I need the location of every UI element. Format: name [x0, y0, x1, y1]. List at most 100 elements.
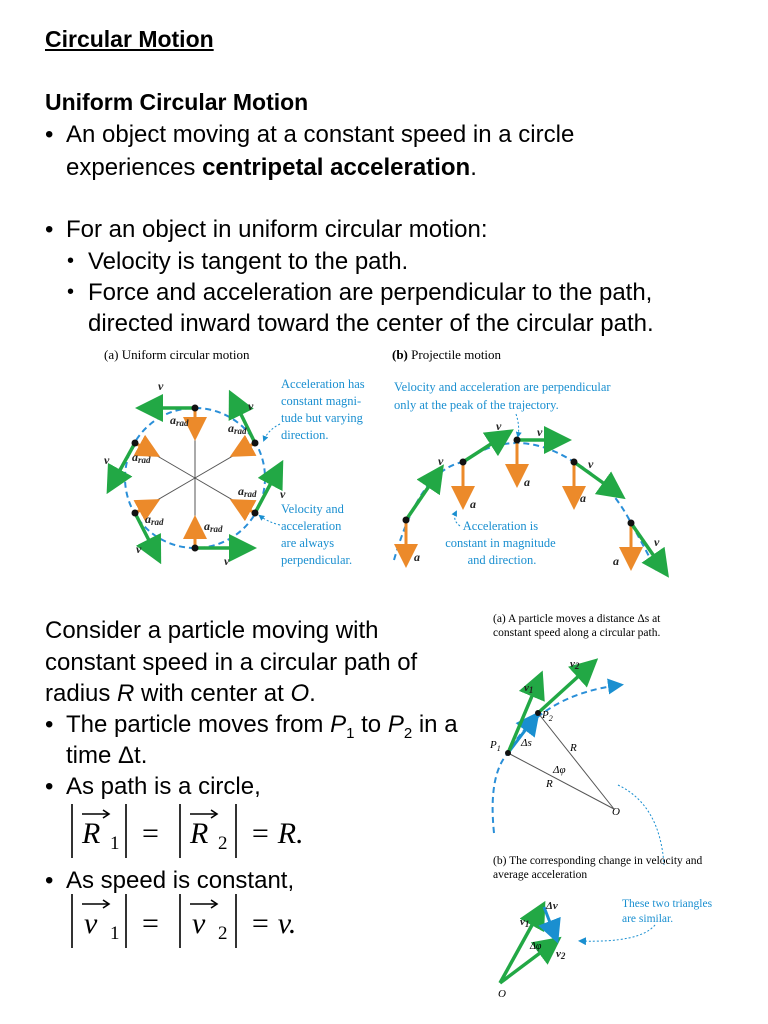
label-ds: Δs: [520, 737, 532, 749]
svg-text:a: a: [613, 554, 619, 568]
svg-text:v: v: [496, 419, 502, 433]
svg-text:arad: arad: [145, 512, 164, 527]
triangle-v2-label: v2: [556, 948, 566, 961]
triangle-dphi: Δφ: [529, 941, 542, 952]
svg-text:2: 2: [218, 923, 228, 944]
svg-text:R: R: [189, 817, 208, 850]
similar-pointer-top: [617, 784, 665, 866]
speed-equation: v 1 = v 2 = v.: [71, 894, 296, 948]
bullet-dot: •: [45, 773, 54, 800]
bullet-2a: Velocity is tangent to the path.: [88, 248, 409, 275]
svg-text:arad: arad: [170, 413, 189, 428]
triangle-dv: [538, 906, 561, 944]
speed-line: As speed is constant,: [66, 867, 295, 894]
fig-a-note-2-pointer: [258, 514, 281, 526]
label-v2: v2: [570, 658, 580, 671]
velocity-arrows: [106, 389, 284, 565]
bullet-dot: •: [45, 711, 54, 738]
label-o: O: [612, 806, 620, 818]
label-p1: P1: [489, 739, 501, 753]
bullet-dot: •: [45, 121, 54, 148]
radius-r2: [537, 712, 615, 810]
bullet-2: For an object in uniform circular motion…: [66, 216, 488, 243]
svg-text:arad: arad: [228, 421, 247, 436]
velocity-v1: [506, 670, 545, 754]
svg-text:1: 1: [110, 923, 120, 944]
triangle-v1-label: v1: [520, 916, 529, 929]
svg-text:v: v: [537, 425, 543, 439]
label-r-top: R: [569, 742, 577, 754]
svg-text:v: v: [438, 454, 444, 468]
svg-text:= R.: = R.: [250, 817, 304, 850]
label-r-bottom: R: [545, 778, 553, 790]
svg-text:1: 1: [110, 833, 120, 854]
particle-moves-line: The particle moves from P1 to P2 in a: [66, 711, 458, 742]
bullet-dot: •: [45, 216, 54, 243]
projectile-vector-labels: v v v v v a a a a a: [414, 419, 660, 568]
fig-b-label: (b) Projectile motion: [392, 347, 502, 362]
svg-text:R: R: [81, 817, 100, 850]
particle-positions: [131, 404, 259, 552]
fig-c-caption: (a) A particle moves a distance Δs at co…: [493, 613, 663, 639]
svg-text:v: v: [84, 907, 98, 940]
svg-text:a: a: [470, 497, 476, 511]
svg-text:a: a: [580, 491, 586, 505]
svg-text:=: =: [142, 907, 159, 940]
circle-vector-labels: v v v v v v arad arad arad arad arad ara…: [104, 379, 286, 568]
sub-bullet-dot: •: [67, 250, 75, 272]
sub-bullet-dot: •: [67, 281, 75, 303]
fig-d-caption: (b) The corresponding change in velocity…: [493, 855, 705, 881]
fig-b-note-2-pointer: [451, 510, 461, 527]
bullet-1-line-2: experiences centripetal acceleration.: [66, 154, 477, 181]
velocity-v2: [536, 658, 599, 715]
fig-a-label: (a) Uniform circular motion: [104, 347, 250, 362]
circular-vs-projectile-figure: (a) Uniform circular motion v v v v: [104, 347, 669, 578]
svg-text:2: 2: [218, 833, 228, 854]
svg-text:a: a: [414, 550, 420, 564]
section-heading: Uniform Circular Motion: [45, 89, 309, 115]
svg-text:= v.: = v.: [250, 907, 296, 940]
consider-line-3: radius R with center at O.: [45, 680, 316, 707]
label-p2: P2: [541, 709, 553, 723]
time-line: time Δt.: [66, 742, 148, 769]
fig-a-note-1: Acceleration has constant magni- tude bu…: [281, 377, 368, 442]
trajectory: [393, 442, 657, 571]
svg-text:=: =: [142, 817, 159, 850]
svg-text:v: v: [654, 535, 660, 549]
similar-note: These two triangles are similar.: [622, 898, 715, 925]
consider-line-1: Consider a particle moving with: [45, 617, 379, 644]
svg-text:v: v: [280, 487, 286, 501]
gravity-arrows: [394, 440, 643, 571]
triangle-v2: [498, 936, 562, 985]
svg-text:arad: arad: [204, 519, 223, 534]
svg-text:v: v: [224, 554, 230, 568]
circular-arc: [491, 678, 624, 834]
svg-text:v: v: [158, 379, 164, 393]
svg-text:v: v: [136, 542, 142, 556]
consider-line-2: constant speed in a circular path of: [45, 649, 418, 676]
bullet-2b-line-2: directed inward toward the center of the…: [88, 310, 654, 337]
circle-line: As path is a circle,: [66, 773, 261, 800]
projectile-positions: [402, 436, 635, 527]
triangle-o: O: [498, 988, 506, 1000]
svg-text:arad: arad: [238, 484, 257, 499]
label-dphi: Δφ: [552, 764, 566, 776]
particle-displacement-figure: (a) A particle moves a distance Δs at co…: [489, 613, 715, 1000]
radius-r1: [507, 752, 615, 810]
label-v1: v1: [524, 682, 533, 695]
triangle-dv-label: Δv: [545, 900, 558, 912]
fig-b-note-1-pointer: [515, 413, 522, 438]
fig-b-note-2: Acceleration is constant in magnitude an…: [445, 519, 559, 567]
fig-b-note-1: Velocity and acceleration are perpendicu…: [394, 380, 614, 412]
svg-text:arad: arad: [132, 450, 151, 465]
fig-a-note-2: Velocity and acceleration are always per…: [281, 502, 352, 567]
centripetal-acceleration-arrows: [133, 408, 257, 548]
page-title: Circular Motion: [45, 26, 214, 52]
similar-pointer: [578, 924, 656, 946]
bullet-dot: •: [45, 867, 54, 894]
svg-text:v: v: [104, 453, 110, 467]
radius-equation: R 1 = R 2 = R.: [71, 804, 304, 858]
triangle-v1: [498, 900, 546, 984]
projectile-velocity-arrows: [404, 426, 669, 578]
svg-text:v: v: [192, 907, 206, 940]
